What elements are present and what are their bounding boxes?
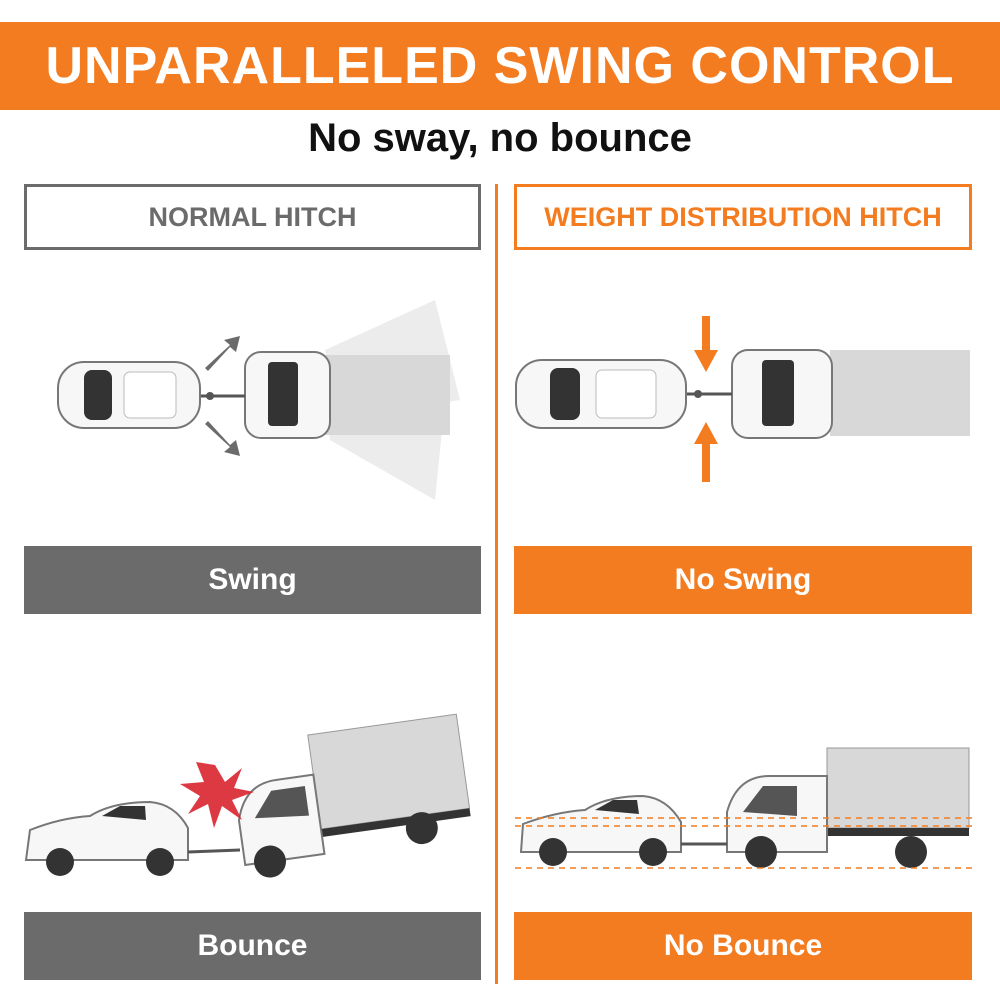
compress-arrow-icon (694, 316, 718, 482)
swing-arrow-icon (205, 336, 240, 456)
column-divider (495, 184, 498, 984)
car-side-view (24, 800, 189, 861)
truck-cargo (325, 355, 450, 435)
truck-cargo (826, 747, 970, 829)
weight-distribution-hitch-label: WEIGHT DISTRIBUTION HITCH (514, 184, 972, 250)
bounce-result-bar: Bounce (24, 912, 481, 980)
truck-cargo (830, 350, 970, 436)
impact-burst-icon (180, 762, 254, 828)
normal-hitch-label: NORMAL HITCH (24, 184, 481, 250)
no-swing-result-bar: No Swing (514, 546, 972, 614)
normal-hitch-top-view-illustration (57, 300, 460, 500)
page-title: UNPARALLELED SWING CONTROL (45, 37, 955, 95)
swing-result-bar: Swing (24, 546, 481, 614)
weight-distribution-top-view-illustration (515, 316, 970, 482)
normal-hitch-side-view-illustration (24, 713, 471, 878)
car-side-view (519, 794, 682, 853)
page-subtitle: No sway, no bounce (308, 116, 692, 160)
no-bounce-result-bar: No Bounce (514, 912, 972, 980)
weight-distribution-side-view-illustration (515, 747, 975, 869)
header-banner: UNPARALLELED SWING CONTROL (0, 22, 1000, 110)
